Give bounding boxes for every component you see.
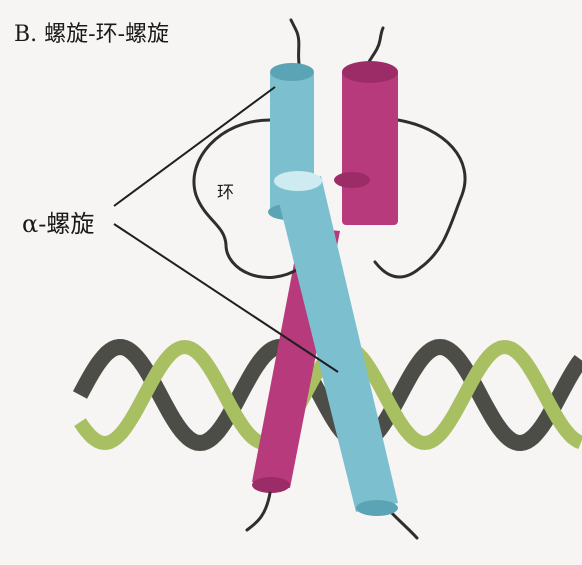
pointer-line-upper [113,86,276,207]
alpha-helix-label: α-螺旋 [22,210,95,238]
alpha-helix-magenta-upper [334,61,398,225]
pointer-lines [113,86,339,373]
alpha-helix-magenta-upper-top [342,61,398,83]
tail-blue-top [289,18,302,71]
alpha-helix-blue-front [274,171,398,516]
alpha-helix-blue-back-top [270,63,314,81]
alpha-helix-magenta-upper-body [342,70,398,225]
pointer-line-lower [113,223,339,373]
alpha-helix-blue-front-body [275,176,398,512]
dna-strand-gray [72,338,582,452]
alpha-helix-blue-front-top [274,171,322,191]
figure-title: B. 螺旋-环-螺旋 [14,22,170,47]
alpha-helix-blue-front-bottom [356,500,398,516]
loop-right [373,118,467,279]
loop-lines [192,18,467,540]
alpha-helix-magenta-upper-inner [334,172,370,188]
alpha-helix-magenta-end [252,477,290,493]
tail-magenta-bottom [245,491,272,532]
loop-label: 环 [217,183,234,203]
loop-left [192,118,302,279]
